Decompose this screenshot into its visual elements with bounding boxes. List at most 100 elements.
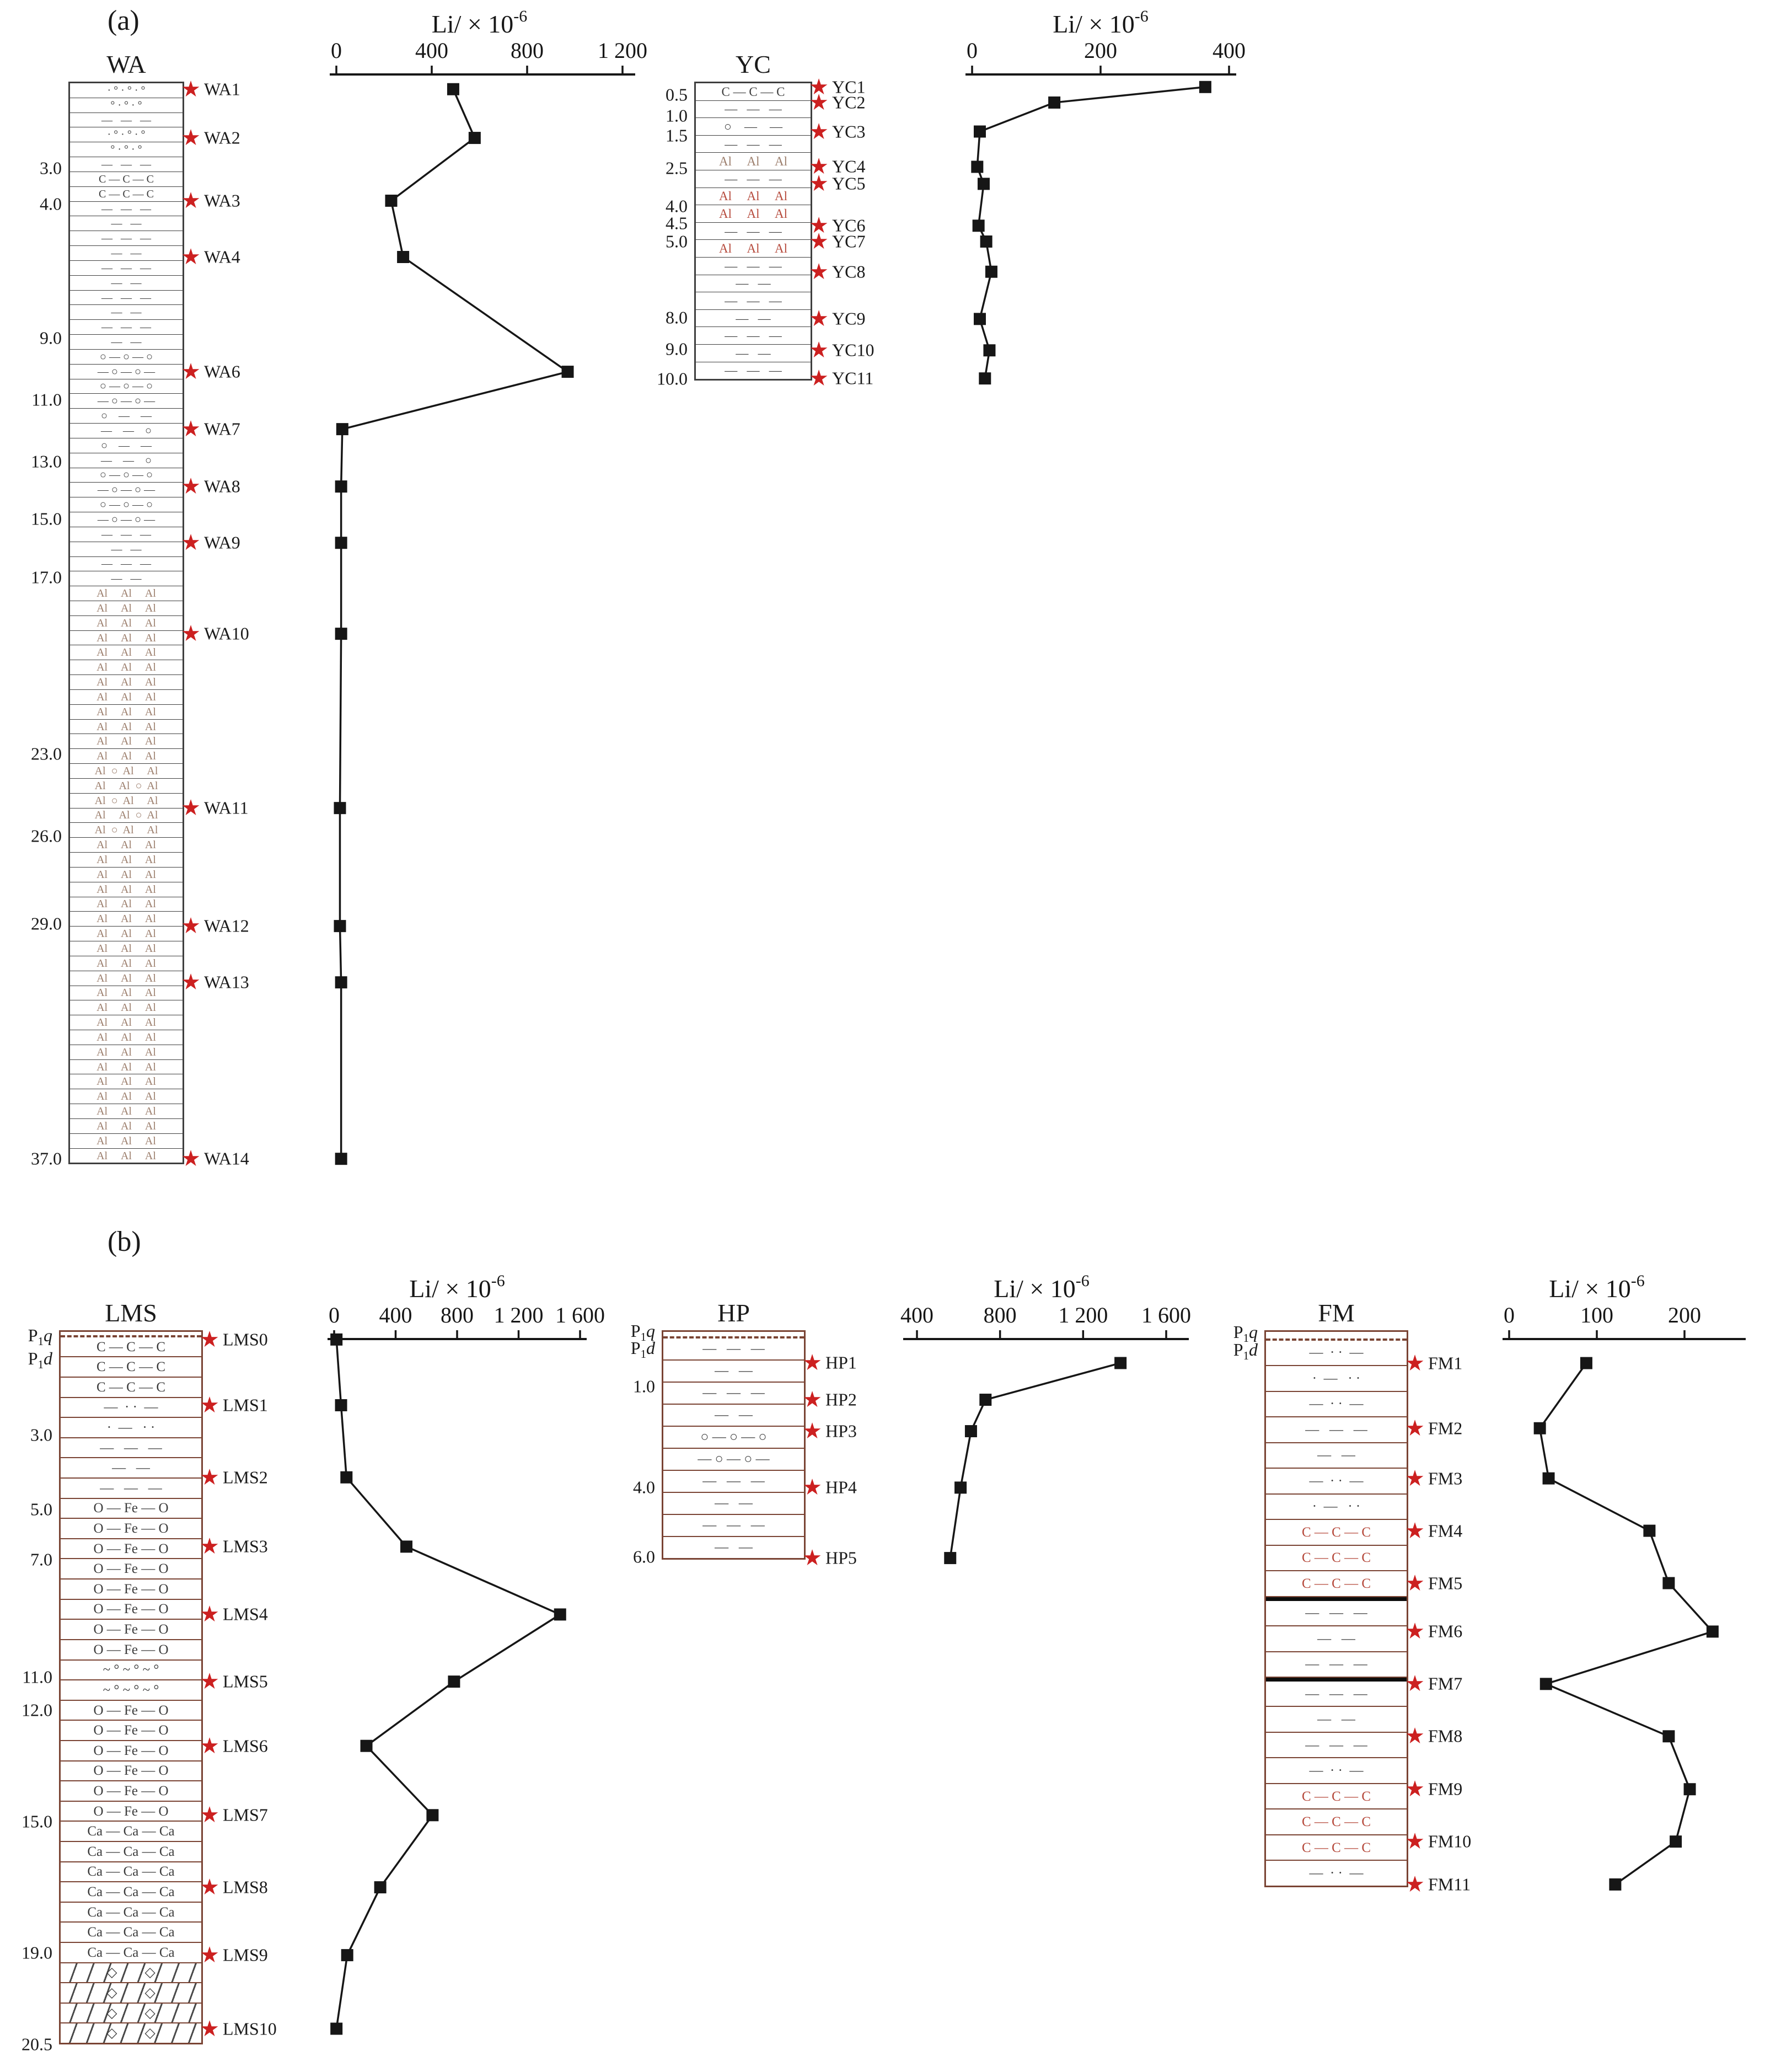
lith-row-dashdot: · — · · (61, 1418, 201, 1438)
lith-row-al: Al Al Al (70, 971, 183, 986)
lith-row-dash: — — (663, 1493, 804, 1515)
sample-label-LMS8: LMS8 (223, 1877, 268, 1897)
strat-label-LMS: P1q (28, 1325, 52, 1348)
lith-row-dash: — — — (663, 1471, 804, 1493)
lith-row-dash: — — (70, 216, 183, 232)
li-profile-line-FM (1538, 1362, 1715, 1886)
li-point-FM2 (1533, 1422, 1546, 1434)
depth-label-WA: 9.0 (40, 328, 62, 348)
lith-row-black (1266, 1597, 1407, 1601)
lith-row-breccia: ◇ ◇ (61, 1983, 201, 2004)
lith-row-dash: — — (1266, 1443, 1407, 1469)
lith-row-al-circle: Al ○ Al Al (70, 823, 183, 838)
li-point-FM3 (1542, 1472, 1555, 1485)
depth-label-LMS: 20.5 (22, 2034, 52, 2054)
lith-row-dash-circle: ○ — — (696, 118, 811, 136)
lith-row-ca: Ca — Ca — Ca (61, 1822, 201, 1842)
lith-row-dash: — — — (1266, 1682, 1407, 1707)
lith-row-al-circle: Al ○ Al Al (70, 764, 183, 779)
axis-tick-label: 800 (511, 38, 544, 63)
lith-row-dash: — — — (70, 320, 183, 335)
lith-row-boundary (61, 1332, 201, 1337)
li-point-YC11 (979, 372, 991, 385)
depth-label-LMS: 3.0 (30, 1425, 52, 1445)
depth-label-YC: 1.5 (666, 125, 688, 146)
sample-label-WA2: WA2 (204, 127, 240, 148)
li-point-WA11 (334, 802, 346, 815)
lith-row-coal: C — C — C (70, 187, 183, 202)
sample-star-icon: ★ (809, 228, 829, 254)
lith-row-dash: — — (61, 1458, 201, 1479)
li-point-WA1 (447, 83, 459, 95)
li-point-WA6 (561, 366, 574, 378)
sample-label-YC3: YC3 (832, 121, 866, 141)
sample-label-HP2: HP2 (825, 1389, 857, 1410)
sample-star-icon: ★ (200, 2016, 219, 2041)
lith-row-al: Al Al Al (70, 838, 183, 853)
sample-label-FM9: FM9 (1428, 1779, 1463, 1799)
lith-row-dots: ° · ° · ° (70, 142, 183, 158)
li-point-LMS7 (426, 1809, 439, 1822)
strat-column-HP: — — — — — — — — — — ○ — ○ — ○— ○ — ○ —— … (662, 1330, 806, 1560)
sample-label-LMS3: LMS3 (223, 1536, 268, 1556)
lith-row-circle-dash: — ○ — ○ — (663, 1449, 804, 1471)
axis-tick-label: 1 200 (494, 1303, 544, 1327)
lith-row-dash: — — (70, 542, 183, 557)
lith-row-dash: — — — (696, 170, 811, 188)
lith-row-al: Al Al Al (70, 1089, 183, 1105)
lith-row-dash: — — — (70, 527, 183, 542)
sample-label-FM8: FM8 (1428, 1726, 1463, 1746)
lith-row-al: Al Al Al (70, 586, 183, 601)
sample-label-YC8: YC8 (832, 261, 866, 282)
sample-label-YC9: YC9 (832, 308, 866, 329)
sample-star-icon: ★ (802, 1475, 822, 1500)
lith-row-dash: — — — (70, 291, 183, 306)
sample-label-YC5: YC5 (832, 173, 866, 194)
lith-row-dash: — — — (663, 1383, 804, 1405)
sample-star-icon: ★ (809, 366, 829, 391)
depth-label-WA: 17.0 (31, 567, 62, 587)
sample-label-LMS10: LMS10 (223, 2019, 277, 2038)
sample-label-WA1: WA1 (204, 79, 240, 99)
depth-label-WA: 26.0 (31, 826, 62, 846)
sample-star-icon: ★ (809, 171, 829, 196)
li-point-HP5 (944, 1552, 957, 1565)
lith-row-dashdot: — · · — (61, 1398, 201, 1418)
axis-tick-label: 400 (379, 1303, 412, 1327)
lith-row-al: Al Al Al (70, 1030, 183, 1045)
sample-star-icon: ★ (181, 530, 201, 555)
lith-row-fe: O — Fe — O (61, 1721, 201, 1741)
axis-tick-label: 100 (1580, 1303, 1613, 1327)
sample-label-WA3: WA3 (204, 190, 240, 211)
sample-star-icon: ★ (809, 89, 829, 115)
li-point-WA8 (335, 480, 347, 493)
sample-label-FM2: FM2 (1428, 1418, 1463, 1438)
li-point-LMS10 (330, 2022, 343, 2035)
lith-row-al: Al Al Al (70, 1060, 183, 1075)
depth-label-WA: 23.0 (31, 743, 62, 764)
sample-star-icon: ★ (802, 1418, 822, 1444)
sample-star-icon: ★ (181, 416, 201, 442)
lith-row-al: Al Al Al (70, 868, 183, 882)
lith-row-coal: C — C — C (70, 172, 183, 187)
lith-row-dashdot: · — · · (1266, 1366, 1407, 1392)
li-point-LMS6 (360, 1739, 373, 1752)
depth-label-WA: 29.0 (31, 913, 62, 934)
lith-row-dots: ° · ° · ° (70, 98, 183, 113)
lith-row-fe: O — Fe — O (61, 1741, 201, 1762)
li-point-HP3 (964, 1425, 977, 1438)
sample-star-icon: ★ (181, 76, 201, 101)
lith-row-dash: — — (70, 571, 183, 587)
sample-star-icon: ★ (181, 795, 201, 821)
lith-row-boundary (663, 1332, 804, 1338)
depth-label-HP: 1.0 (633, 1376, 655, 1396)
depth-label-LMS: 11.0 (22, 1667, 52, 1687)
li-point-YC1 (1199, 81, 1211, 93)
sample-star-icon: ★ (181, 913, 201, 939)
lith-row-circle-dash: ○ — ○ — ○ (663, 1427, 804, 1449)
lith-row-dash: — — (70, 276, 183, 291)
lith-row-coal-red: C — C — C (1266, 1784, 1407, 1810)
lith-row-dash: — — (707, 1540, 760, 1555)
